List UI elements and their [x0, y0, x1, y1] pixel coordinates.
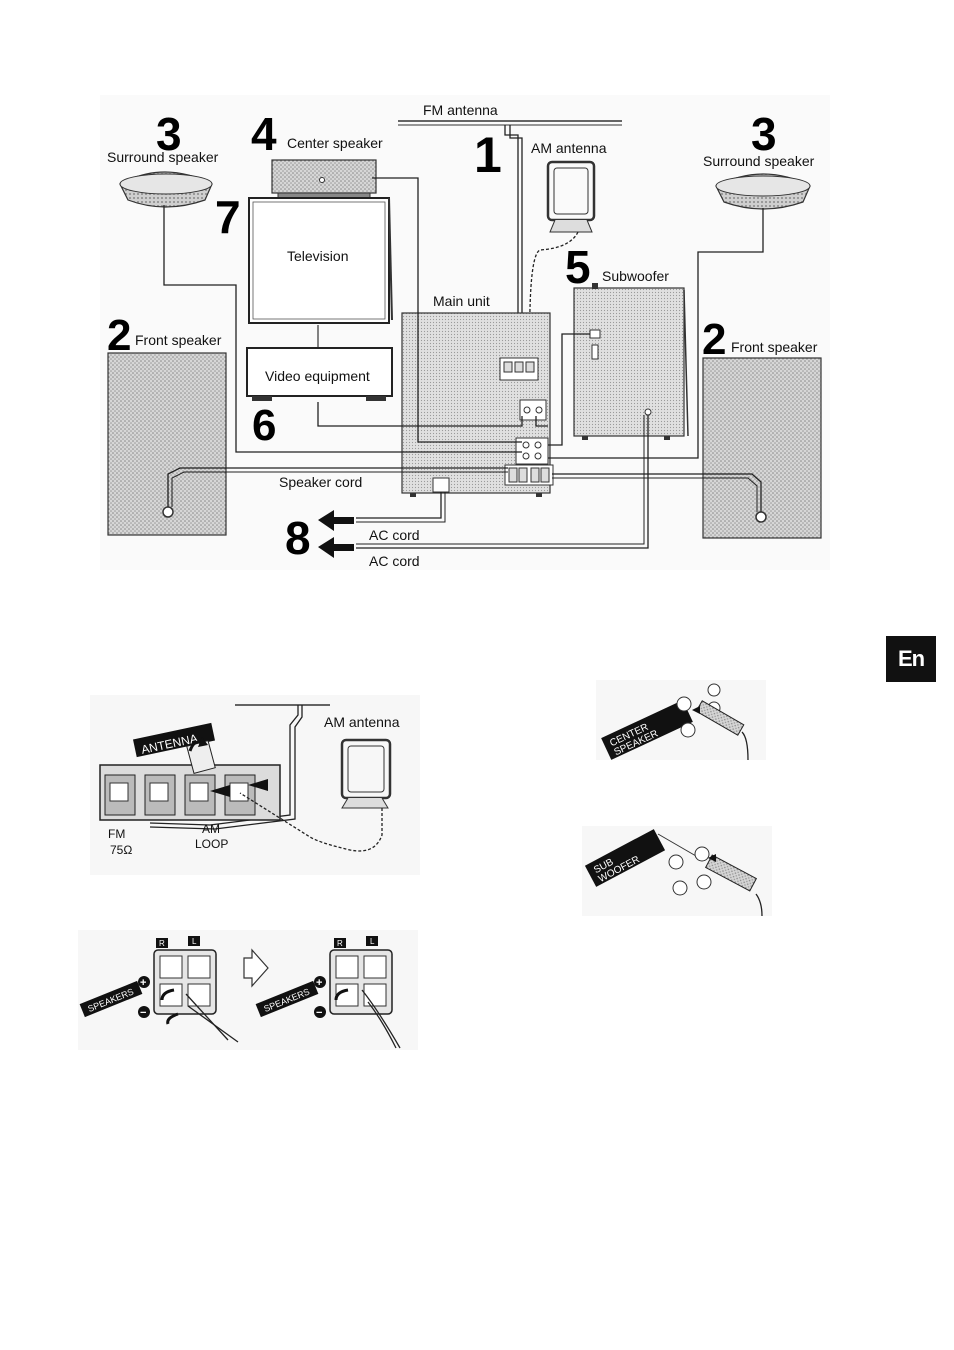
impedance-label: 75Ω [110, 843, 132, 857]
step-5: 5 [565, 241, 591, 293]
minus-label-2: − [316, 1007, 322, 1019]
l-label-2: L [370, 937, 375, 946]
surround-speaker-right [716, 174, 810, 209]
video-equipment-label: Video equipment [265, 368, 370, 384]
step-8: 8 [285, 512, 311, 564]
step-6: 6 [252, 401, 276, 450]
step-7: 7 [215, 191, 241, 243]
loop-terminal-label: LOOP [195, 837, 228, 851]
minus-label-1: − [140, 1007, 146, 1019]
subwoofer-label: Subwoofer [602, 268, 669, 284]
surround-speaker-left [120, 172, 212, 207]
plus-label-2: + [316, 977, 322, 989]
speaker-cord-label: Speaker cord [279, 474, 362, 490]
step-2-right: 2 [702, 315, 726, 364]
front-left-label: Front speaker [135, 332, 222, 348]
l-label-1: L [192, 937, 197, 946]
front-speaker-left [108, 353, 226, 535]
main-unit [402, 313, 553, 497]
step-4: 4 [251, 108, 277, 160]
r-label-2: R [337, 939, 343, 948]
r-label-1: R [159, 939, 165, 948]
main-unit-label: Main unit [433, 293, 490, 309]
fm-terminal-label: FM [108, 827, 125, 841]
antenna-connection-detail: ANTENNA FM 75Ω AM LOOP AM antenna [90, 695, 420, 875]
fm-antenna-label: FM antenna [423, 102, 498, 118]
center-speaker [272, 160, 376, 198]
speaker-terminal-detail: SPEAKERS R L + − SPEAKERS R L + − [78, 930, 418, 1050]
center-speaker-label: Center speaker [287, 135, 383, 151]
subwoofer [574, 283, 688, 440]
television-label: Television [287, 248, 348, 264]
am-antenna-label: AM antenna [531, 140, 607, 156]
surround-right-label: Surround speaker [703, 153, 815, 169]
am-terminal-label: AM [202, 822, 220, 836]
plus-label-1: + [140, 977, 146, 989]
ac-cord-label-1: AC cord [369, 527, 420, 543]
detail-am-antenna-label: AM antenna [324, 714, 400, 730]
center-speaker-jack-detail: CENTER SPEAKER [596, 680, 766, 760]
front-speaker-right [703, 358, 821, 538]
ac-cord-label-2: AC cord [369, 553, 420, 569]
subwoofer-jack-detail: SUB WOOFER [582, 826, 772, 916]
front-right-label: Front speaker [731, 339, 818, 355]
step-1: 1 [474, 127, 502, 183]
language-tab: En [886, 636, 936, 682]
connection-diagram: FM antenna 1 3 4 3 7 5 2 2 6 8 Surround … [0, 0, 954, 600]
surround-left-label: Surround speaker [107, 149, 219, 165]
